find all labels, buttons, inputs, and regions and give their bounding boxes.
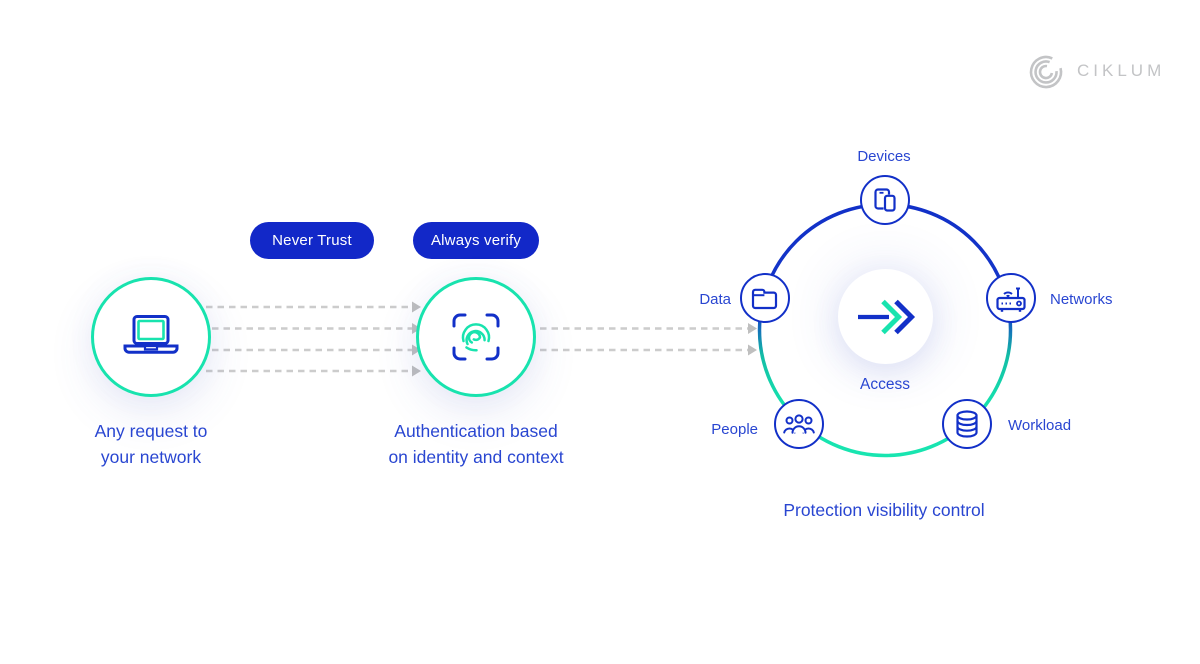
node-workload (942, 399, 992, 449)
node-label-people: People (711, 421, 758, 438)
access-label: Access (860, 376, 910, 393)
auth-caption-line1: Authentication based (394, 421, 558, 441)
request-caption-line1: Any request to (94, 421, 208, 441)
auth-caption: Authentication based on identity and con… (336, 418, 616, 470)
node-networks (986, 273, 1036, 323)
laptop-icon (123, 315, 179, 354)
ciklum-arcs-logo-icon (1029, 55, 1063, 89)
auth-node (416, 277, 536, 397)
access-node (838, 269, 933, 364)
router-icon (996, 287, 1026, 312)
node-devices (860, 175, 910, 225)
dashed-arrow (540, 323, 757, 334)
always-verify-badge: Always verify (413, 222, 539, 259)
node-label-data: Data (699, 291, 731, 308)
request-caption: Any request to your network (31, 418, 271, 470)
dashed-arrow (212, 323, 421, 334)
brand-logo: CIKLUM (1026, 51, 1165, 91)
node-label-networks: Networks (1050, 291, 1113, 308)
auth-caption-line2: on identity and context (388, 447, 564, 467)
node-people (774, 399, 824, 449)
devices-icon (874, 188, 896, 212)
access-arrow-icon (857, 299, 915, 334)
dashed-arrow (212, 344, 421, 356)
request-node (91, 277, 211, 397)
request-caption-line2: your network (100, 447, 202, 467)
dashed-arrow (540, 344, 757, 356)
database-icon (956, 410, 978, 438)
node-label-devices: Devices (857, 148, 911, 165)
people-icon (783, 414, 815, 434)
node-data (740, 273, 790, 323)
node-label-workload: Workload (1008, 417, 1072, 434)
fingerprint-scan-icon (452, 313, 500, 361)
folder-icon (751, 288, 778, 310)
ring-caption: Protection visibility control (783, 500, 985, 520)
dashed-arrow (206, 365, 421, 377)
never-trust-badge: Never Trust (250, 222, 374, 259)
dashed-arrow (206, 301, 421, 313)
brand-name: CIKLUM (1077, 61, 1166, 80)
